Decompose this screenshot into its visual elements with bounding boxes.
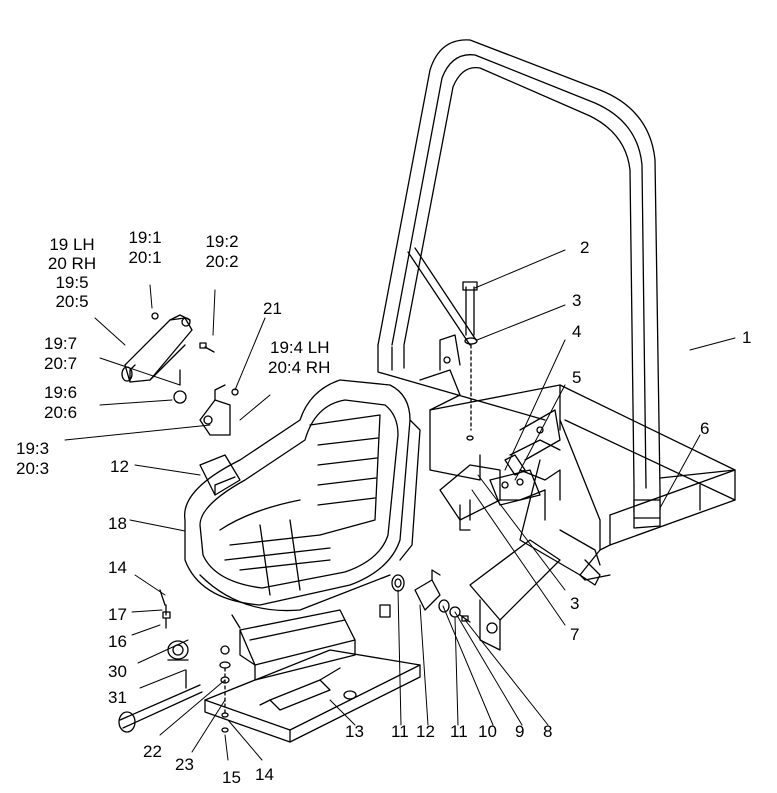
callout-23: 23 [175, 755, 194, 774]
callout-20-2: 20:2 [205, 252, 239, 271]
callout-20-1: 20:1 [128, 248, 162, 267]
callout-14-bottom: 14 [255, 765, 274, 784]
seat-slide [204, 604, 421, 743]
callout-16: 16 [108, 632, 127, 651]
callout-19-2: 19:2 [205, 232, 239, 251]
spacer-block [199, 454, 241, 496]
callout-13: 13 [345, 722, 364, 741]
seat [184, 379, 421, 612]
callout-12-bottom: 12 [416, 722, 435, 741]
callout-10: 10 [478, 722, 497, 741]
callout-20-4-rh: 20:4 RH [268, 358, 331, 377]
callout-15: 15 [222, 768, 241, 787]
callout-11-right: 11 [450, 722, 468, 741]
callout-20-7: 20:7 [44, 354, 78, 373]
callout-4: 4 [572, 322, 582, 341]
callout-7: 7 [570, 625, 580, 644]
callout-11-left: 11 [391, 722, 409, 741]
callout-9: 9 [515, 722, 525, 741]
callout-21: 21 [263, 299, 282, 318]
callout-3-bottom: 3 [570, 594, 580, 613]
callout-14-top: 14 [108, 558, 127, 577]
callout-19-lh: 19 LH [49, 235, 95, 254]
callout-22: 22 [143, 742, 162, 761]
callout-1: 1 [742, 328, 752, 347]
callout-5: 5 [572, 368, 582, 387]
callout-18: 18 [108, 514, 127, 533]
callout-19-5: 19:5 [55, 273, 89, 292]
roll-bar [377, 39, 661, 529]
callout-8: 8 [543, 722, 553, 741]
callout-31: 31 [108, 688, 127, 707]
callout-30: 30 [108, 662, 127, 681]
leader-lines [64, 249, 736, 761]
callout-20-3: 20:3 [16, 459, 50, 478]
callout-20-rh: 20 RH [47, 254, 97, 273]
callout-19-3: 19:3 [16, 439, 50, 458]
callout-19-1: 19:1 [128, 228, 162, 247]
callout-3-top: 3 [572, 291, 582, 310]
seat-bracket-assembly [121, 312, 239, 436]
frame-structure [419, 334, 736, 651]
callout-17: 17 [108, 605, 127, 624]
callout-12-top: 12 [110, 457, 129, 476]
callout-19-7: 19:7 [44, 334, 78, 353]
seat-switch-hardware [118, 589, 241, 733]
callout-19-4-lh: 19:4 LH [270, 338, 330, 357]
callout-20-5: 20:5 [55, 292, 89, 311]
callout-2: 2 [580, 238, 590, 257]
callout-6: 6 [700, 419, 710, 438]
callout-20-6: 20:6 [44, 403, 78, 422]
pivot-hardware [391, 569, 471, 623]
bolt-and-washer [462, 281, 478, 441]
callout-19-6: 19:6 [44, 383, 78, 402]
